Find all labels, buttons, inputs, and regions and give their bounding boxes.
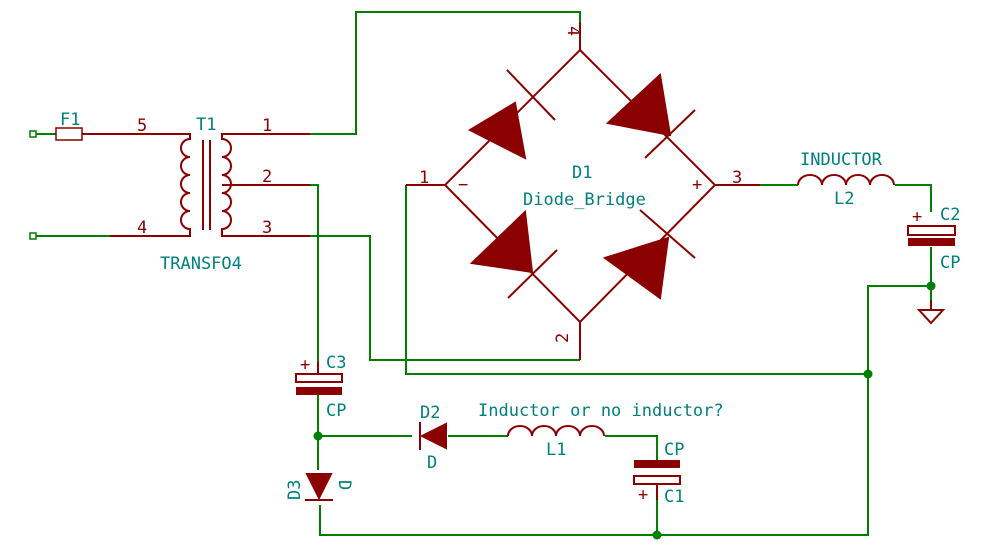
junction-dot bbox=[863, 369, 873, 379]
junctions bbox=[313, 281, 936, 540]
wire-t1-2-c3 bbox=[310, 184, 319, 362]
input-terminal-top bbox=[29, 130, 37, 138]
junction-dot bbox=[313, 431, 323, 441]
d1-plus: + bbox=[692, 175, 702, 195]
ground-icon bbox=[916, 300, 946, 325]
d1-pin-3: 3 bbox=[732, 168, 742, 188]
wires bbox=[35, 11, 932, 536]
diode-d2: D2 D bbox=[419, 403, 447, 473]
capacitor-icon bbox=[907, 225, 956, 236]
d1-minus: − bbox=[458, 175, 468, 195]
t1-pin-2: 2 bbox=[262, 167, 272, 187]
wire-bridge-1-rail bbox=[405, 185, 868, 375]
t1-ref: T1 bbox=[196, 115, 216, 135]
transformer-t1: T1 TRANSFO4 1 2 3 4 5 bbox=[110, 115, 310, 274]
t1-pin-1: 1 bbox=[262, 116, 272, 136]
d3-value: D bbox=[334, 480, 354, 490]
c1-value: CP bbox=[664, 440, 684, 460]
bridge-outline bbox=[443, 48, 717, 324]
d1-pin-2: 2 bbox=[553, 333, 573, 343]
c2-value: CP bbox=[940, 253, 960, 273]
l2-value: INDUCTOR bbox=[800, 150, 883, 170]
f1-ref: F1 bbox=[60, 110, 80, 130]
input-terminal-bottom bbox=[29, 232, 37, 240]
wire-t1-3-bridge-2 bbox=[310, 235, 580, 361]
d2-ref: D2 bbox=[420, 403, 440, 423]
diode-icon bbox=[605, 73, 696, 159]
wire-l1-c1 bbox=[605, 435, 658, 460]
transformer-primary-coil bbox=[178, 133, 191, 237]
inductor-l2: INDUCTOR L2 bbox=[797, 150, 895, 209]
d1-pin-1: 1 bbox=[419, 168, 429, 188]
c1-plus: + bbox=[638, 485, 648, 505]
capacitor-c2: + C2 CP bbox=[907, 205, 960, 273]
c2-plus: + bbox=[912, 207, 922, 227]
t1-pin-3: 3 bbox=[262, 218, 272, 238]
c3-plus: + bbox=[300, 355, 310, 375]
capacitor-c1: CP + C1 bbox=[633, 440, 684, 507]
diode-icon bbox=[467, 69, 556, 160]
capacitor-c3: + C3 CP bbox=[295, 353, 346, 421]
inductor-l1: Inductor or no inductor? L1 bbox=[478, 401, 724, 460]
wire-return-rail bbox=[319, 285, 931, 536]
diode-icon bbox=[469, 209, 558, 299]
c3-ref: C3 bbox=[326, 353, 346, 373]
inductor-icon bbox=[797, 174, 895, 186]
junction-dot bbox=[652, 530, 662, 540]
l1-value: Inductor or no inductor? bbox=[478, 401, 724, 421]
t1-pin-5: 5 bbox=[137, 116, 147, 136]
diode-icon bbox=[419, 422, 447, 450]
capacitor-icon bbox=[633, 475, 681, 485]
c2-ref: C2 bbox=[940, 205, 960, 225]
c1-ref: C1 bbox=[664, 487, 684, 507]
d2-value: D bbox=[427, 453, 437, 473]
fuse-icon bbox=[55, 127, 83, 141]
d3-ref: D3 bbox=[285, 480, 305, 500]
capacitor-icon bbox=[295, 373, 343, 383]
c3-value: CP bbox=[326, 401, 346, 421]
diode-bridge-d1: D1 Diode_Bridge − + 1 3 4 2 bbox=[406, 22, 760, 360]
l1-ref: L1 bbox=[546, 440, 566, 460]
diode-icon bbox=[602, 209, 696, 300]
d1-pin-4: 4 bbox=[563, 26, 583, 36]
t1-value: TRANSFO4 bbox=[160, 254, 242, 274]
d1-value: Diode_Bridge bbox=[523, 190, 646, 210]
diode-d3: D3 D bbox=[285, 473, 354, 501]
wire-l2-c2 bbox=[895, 184, 932, 212]
inductor-icon bbox=[507, 425, 605, 437]
l2-ref: L2 bbox=[834, 189, 854, 209]
t1-pin-4: 4 bbox=[137, 218, 147, 238]
junction-dot bbox=[926, 281, 936, 291]
fuse-f1: F1 bbox=[55, 110, 112, 141]
wire-t1-1-bridge-4 bbox=[310, 11, 581, 135]
diode-icon bbox=[305, 473, 333, 501]
d1-ref: D1 bbox=[572, 163, 592, 183]
